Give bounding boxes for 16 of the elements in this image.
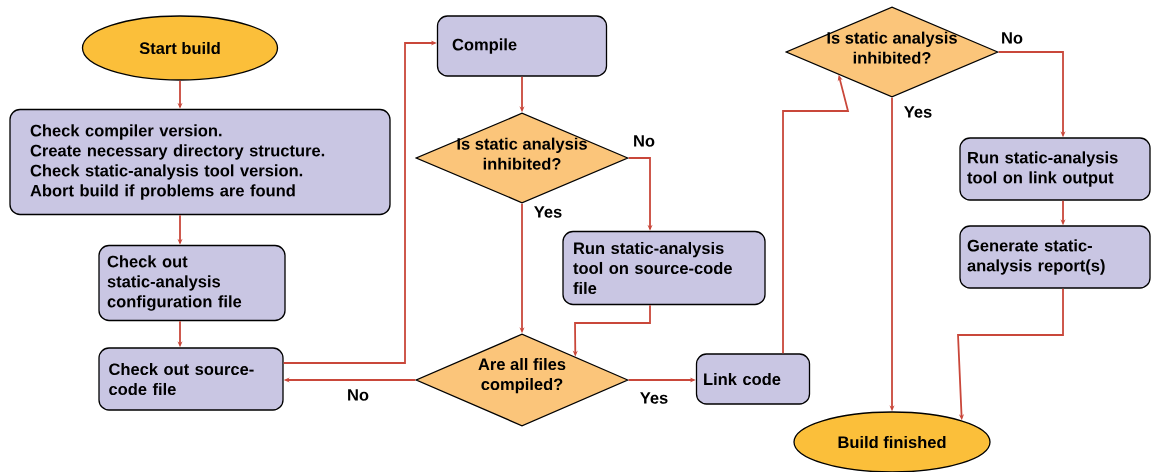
edge-label: Yes — [534, 206, 562, 218]
edge-label: Yes — [904, 106, 932, 118]
process-box: Link code — [695, 353, 811, 405]
arrow — [627, 157, 653, 231]
process-box: Generate static-analysis report(s) — [959, 225, 1151, 289]
arrow — [282, 40, 437, 364]
edge-label: No — [1002, 32, 1023, 44]
edge-label: Yes — [640, 392, 668, 404]
process-box: Check out static-analysis configuration file — [98, 244, 286, 322]
process-box: Run static-analysis tool on link output — [959, 137, 1151, 201]
edge-label: No — [634, 135, 655, 147]
process-box: Compile — [436, 15, 608, 77]
process-box: Run static-analysis tool on source-code file — [562, 230, 766, 306]
edge-label: No — [348, 389, 369, 401]
process-box: Check compiler version. Create necessary directory structure. Check static-analysis tool version. Abort build if problems are found — [9, 108, 391, 216]
process-box: Check out source-code file — [98, 347, 284, 411]
